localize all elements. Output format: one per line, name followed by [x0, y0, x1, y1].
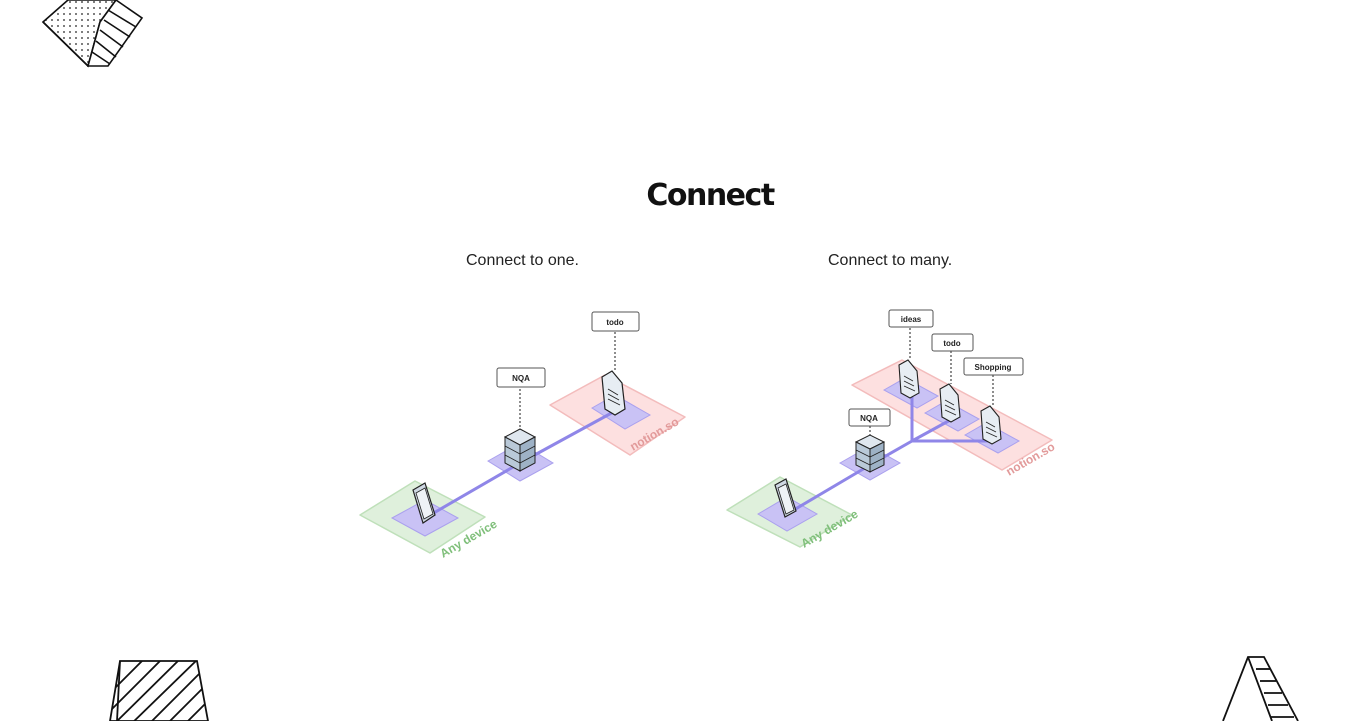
doc-label-box — [963, 357, 1024, 376]
connector-line — [911, 416, 955, 443]
doc-label: Shopping — [975, 363, 1012, 372]
page-title: Connect — [646, 178, 775, 213]
connector-line — [519, 408, 618, 465]
document-icon — [601, 370, 626, 416]
diagram-connect-many: NQA ideas todo Shopping Any device notio… — [726, 309, 1057, 551]
doc-label: todo — [606, 318, 623, 327]
connector-line — [786, 463, 871, 516]
server-label-box — [848, 408, 891, 427]
doc-label: todo — [943, 339, 960, 348]
document-icon — [939, 383, 961, 423]
document-icon — [980, 405, 1002, 445]
doc-label: ideas — [901, 315, 922, 324]
server-icon — [503, 428, 537, 472]
connector-line — [424, 461, 521, 520]
server-icon — [854, 434, 886, 473]
server-label: NQA — [512, 374, 530, 383]
caption-connect-many: Connect to many. — [828, 252, 953, 269]
ladder-triangle-icon — [1222, 656, 1299, 721]
caption-connect-one: Connect to one. — [466, 252, 579, 269]
phone-icon — [774, 478, 797, 518]
doc-label-box — [888, 309, 934, 328]
dotted-cube-icon — [41, 0, 144, 68]
doc-label-box — [931, 333, 974, 352]
diagram-connect-one: NQA todo Any device notion.so — [359, 311, 686, 561]
striped-prism-icon — [109, 660, 209, 721]
server-label-box — [496, 367, 546, 388]
document-icon — [898, 359, 920, 399]
phone-icon — [412, 482, 436, 524]
server-label: NQA — [860, 414, 878, 423]
doc-label-box — [591, 311, 640, 332]
